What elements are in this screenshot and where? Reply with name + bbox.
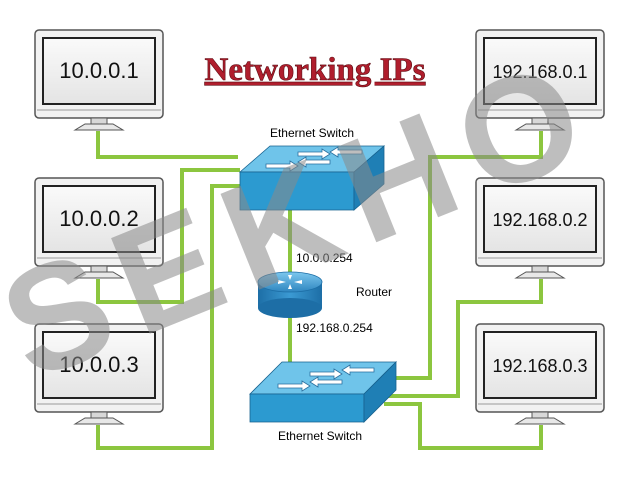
computers: 10.0.0.1 10.0.0.2 10.0.0.3 192.168.0.1 192.1… (34, 29, 605, 425)
monitor-screen (483, 331, 597, 399)
router-arrows-icon (278, 275, 302, 289)
cable-pc4-switch-bottom (385, 131, 543, 380)
ethernet-switch-top (238, 145, 386, 211)
computer-ip-label: 10.0.0.1 (59, 58, 139, 83)
switch-bottom-side-face (363, 361, 397, 423)
router-ip-top: 10.0.0.254 (296, 251, 353, 265)
switch-top-arrows-icon (265, 146, 363, 172)
computer-left-1: 10.0.0.1 (34, 29, 164, 131)
cable-pc1-switch-top (96, 131, 238, 159)
switch-bottom-label: Ethernet Switch (278, 429, 362, 443)
monitor-screen (483, 37, 597, 105)
monitor-neck (90, 117, 108, 125)
cable-pc2-switch-top (96, 168, 240, 304)
computer-ip-label: 192.168.0.3 (492, 356, 587, 376)
computer-right-3: 192.168.0.3 (475, 323, 605, 425)
monitor-neck (531, 411, 549, 419)
monitor-screen (42, 331, 156, 399)
monitor-neck (531, 265, 549, 273)
monitor-screen (42, 37, 156, 105)
router-ip-bottom: 192.168.0.254 (296, 321, 373, 335)
monitor-screen (483, 185, 597, 253)
monitor-screen (42, 185, 156, 253)
ethernet-switch-bottom (249, 361, 397, 423)
switch-bottom-arrows-icon (277, 364, 375, 392)
monitor-stand (514, 123, 566, 131)
computer-left-3: 10.0.0.3 (34, 323, 164, 425)
switch-top-label: Ethernet Switch (270, 126, 354, 140)
router-label: Router (356, 285, 392, 299)
monitor-stand (514, 417, 566, 425)
monitor-stand (514, 271, 566, 279)
computer-ip-label: 10.0.0.3 (59, 352, 139, 377)
computer-ip-label: 192.168.0.2 (492, 210, 587, 230)
router-top (257, 271, 323, 293)
computer-right-2: 192.168.0.2 (475, 177, 605, 279)
computer-ip-label: 10.0.0.2 (59, 206, 139, 231)
network-cables (96, 131, 543, 450)
router-bottom (258, 298, 322, 318)
monitor-stand (73, 417, 125, 425)
cable-pc5-switch-bottom (384, 279, 543, 398)
monitor-neck (90, 411, 108, 419)
monitor-stand (73, 271, 125, 279)
page-title: Networking IPs (205, 52, 426, 88)
switch-top-side-face (353, 145, 385, 211)
monitor-stand (73, 123, 125, 131)
router (257, 271, 323, 318)
cable-pc3-switch-bottom (96, 184, 250, 450)
cable-pc6-switch-bottom (384, 402, 543, 450)
switch-bottom-front-face (249, 393, 365, 423)
computer-right-1: 192.168.0.1 (475, 29, 605, 131)
computer-ip-label: 192.168.0.1 (492, 62, 587, 82)
computer-left-2: 10.0.0.2 (34, 177, 164, 279)
